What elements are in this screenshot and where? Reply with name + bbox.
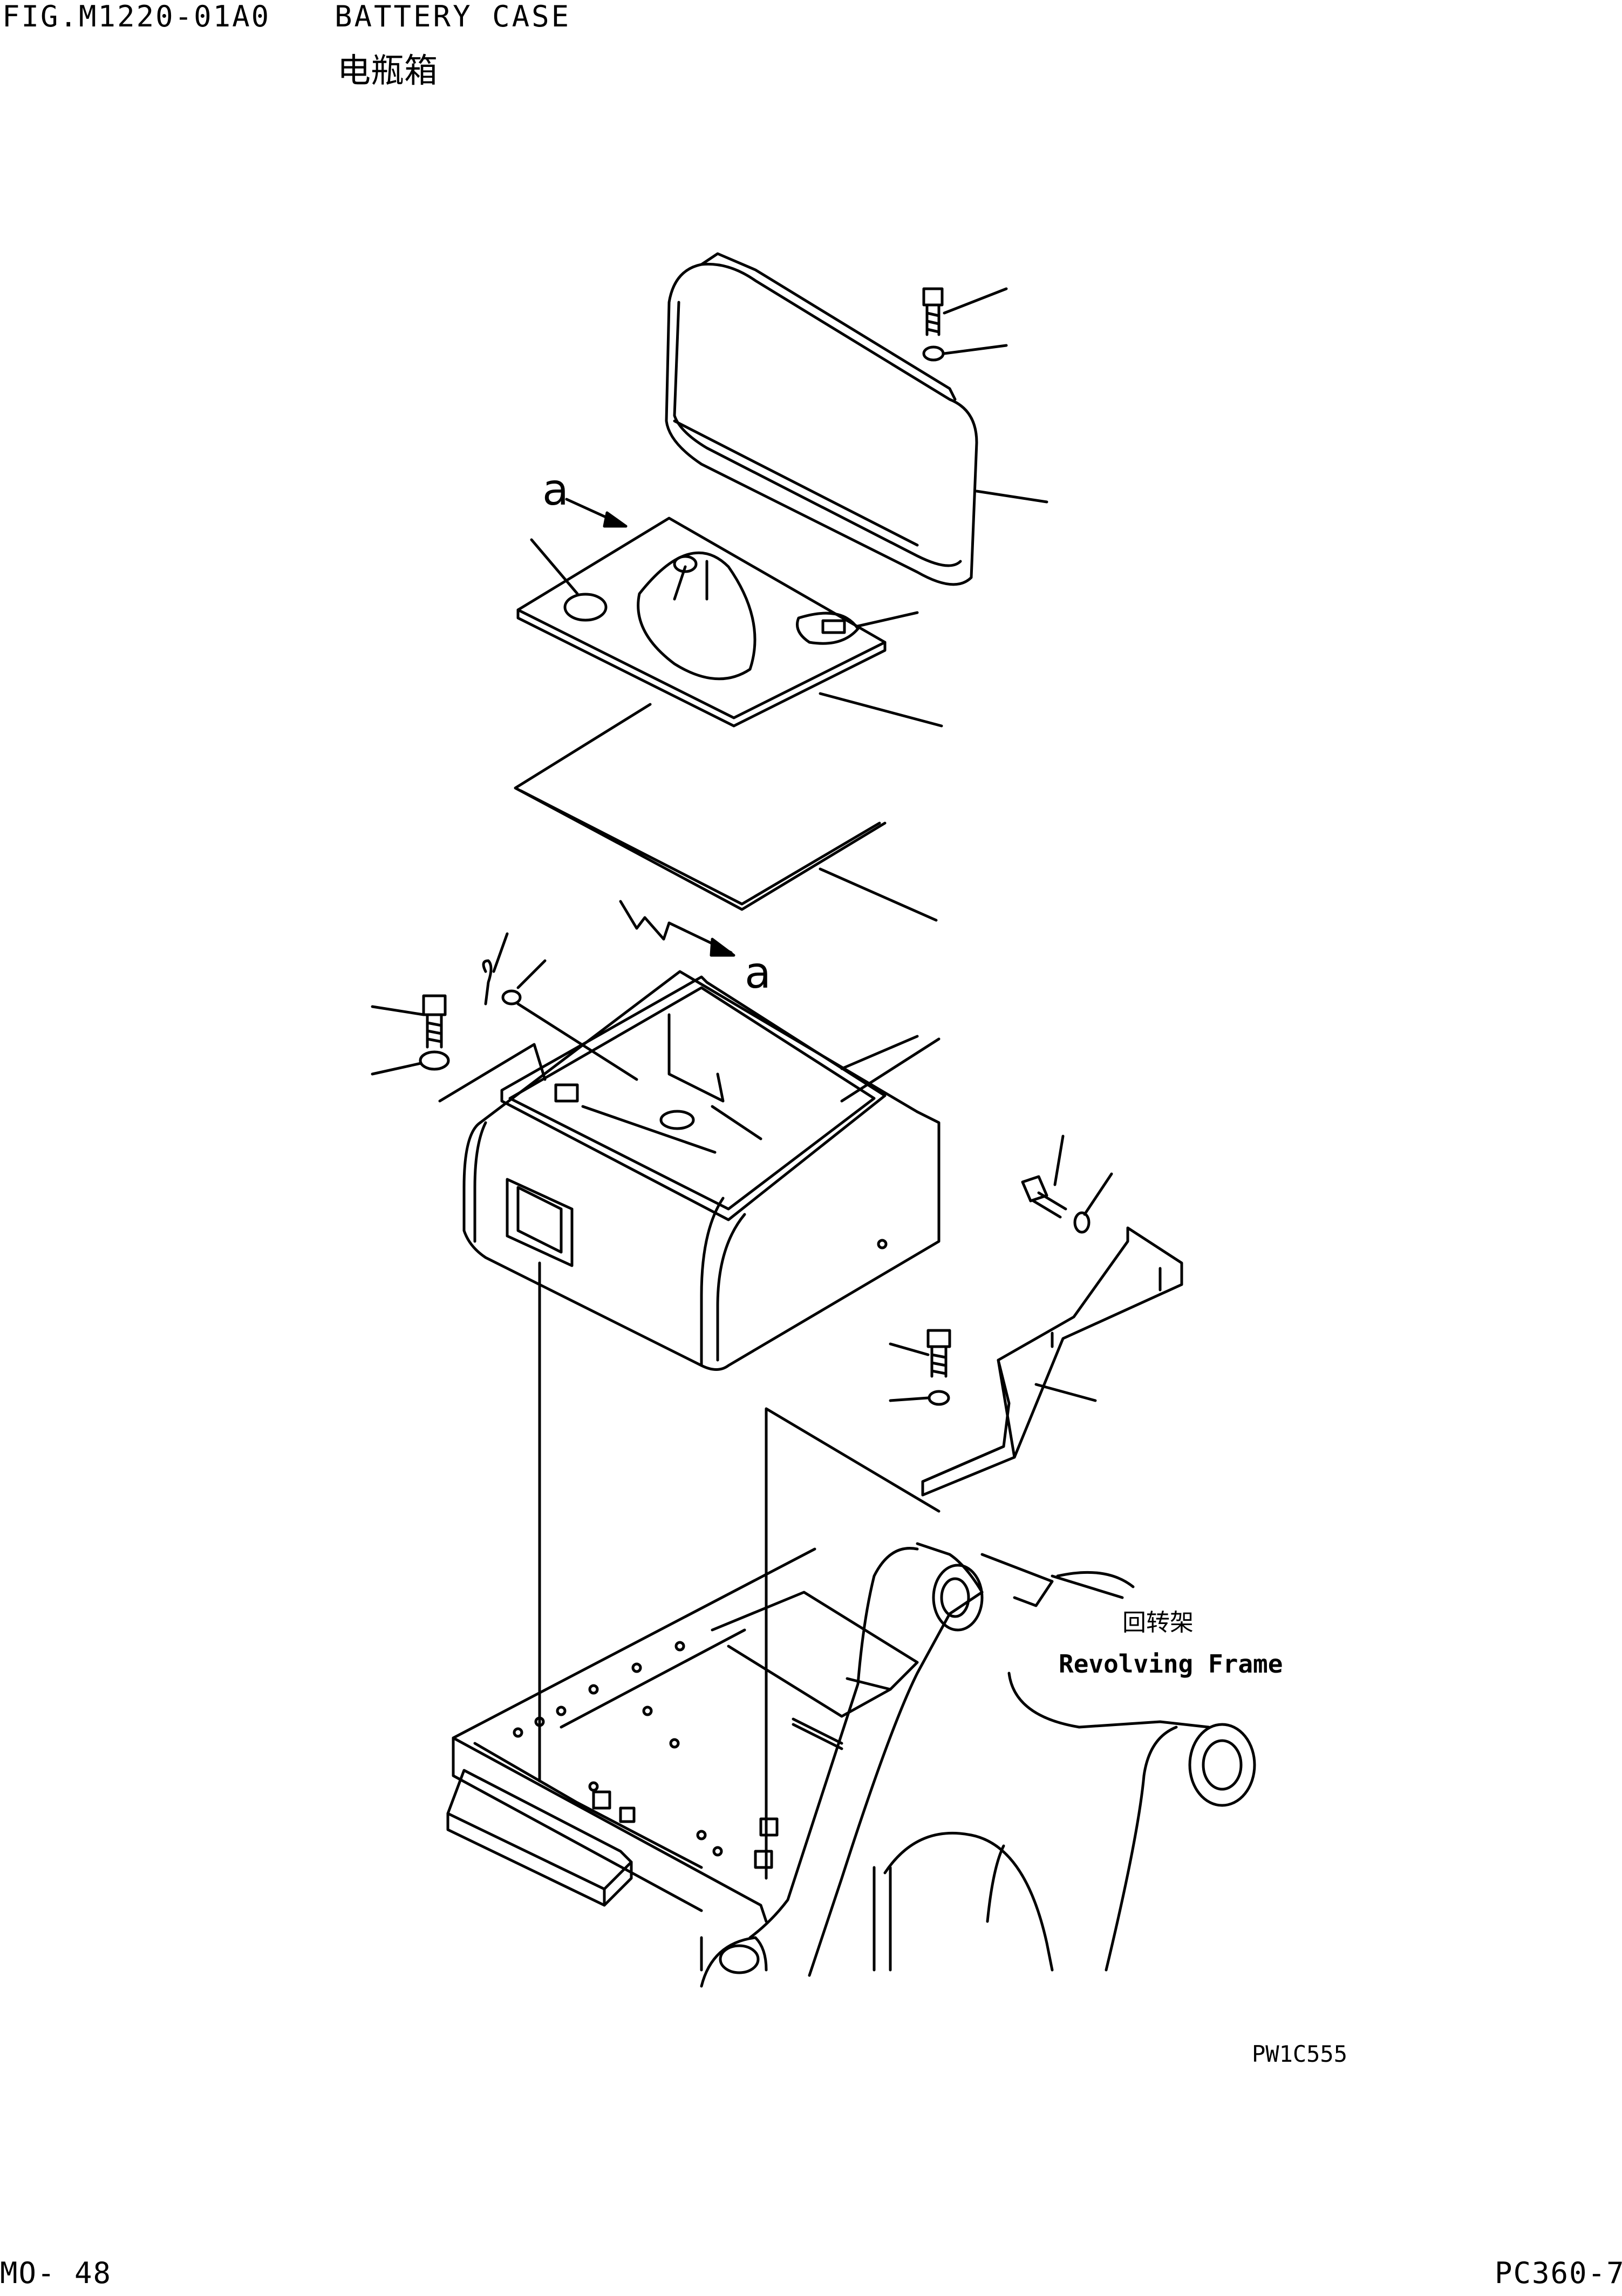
bolt-bracket-top: [1021, 1175, 1067, 1219]
leader-line: [889, 1342, 930, 1356]
bracket: [921, 1226, 1183, 1497]
leader-line: [1051, 1574, 1124, 1599]
leader-line: [975, 490, 1048, 504]
leader-line: [819, 867, 938, 922]
leader-line: [371, 1005, 425, 1016]
figure-title-chinese: 电瓶箱: [337, 51, 438, 90]
leader-line: [856, 611, 919, 628]
model-number: PC360-7: [1495, 2256, 1622, 2290]
assembly-line: [516, 1002, 638, 1081]
view-marker-top: a: [542, 465, 569, 515]
frame-label-chinese: 回转架: [1122, 1609, 1194, 1636]
drawing-code: PW1C555: [1252, 2041, 1348, 2067]
battery-cover: [665, 252, 978, 586]
leader-line: [943, 344, 1008, 355]
washer-bracket-low: [928, 1390, 950, 1406]
battery-box: [462, 970, 941, 1371]
assembly-line: [765, 1407, 941, 1880]
lock-pin: [482, 959, 493, 1006]
washer-left-2: [419, 1050, 450, 1071]
view-arrow-head: [603, 511, 628, 528]
battery-lid-plate: [516, 517, 887, 728]
washer-bracket-top: [1073, 1211, 1091, 1234]
figure-title: BATTERY CASE: [335, 0, 571, 33]
leader-line: [819, 692, 943, 728]
leader-line: [581, 1105, 717, 1154]
leader-line: [1053, 1135, 1065, 1186]
washer-left: [501, 989, 522, 1006]
figure-code: FIG.M1220-01A0: [2, 0, 271, 33]
view-marker-mid: a: [745, 948, 771, 998]
view-arrow-head: [710, 938, 735, 957]
assembly-line: [438, 1043, 547, 1103]
bolt-bracket-low: [926, 1329, 951, 1378]
leader-line: [943, 287, 1008, 315]
gasket: [514, 703, 887, 911]
leader-line: [1034, 1383, 1097, 1402]
leader-line: [530, 538, 579, 595]
leader-line: [371, 1062, 422, 1076]
page-number: MO- 48: [0, 2256, 112, 2290]
leader-line: [1083, 1172, 1113, 1216]
revolving-frame: [446, 1542, 1256, 1988]
bolt-top: [922, 287, 944, 336]
leader-line: [516, 959, 547, 989]
break-line: [619, 900, 671, 941]
washer-top: [922, 345, 945, 362]
leader-line: [840, 1037, 941, 1103]
frame-label-english: Revolving Frame: [1059, 1649, 1283, 1679]
bolt-left: [422, 994, 447, 1049]
leader-line: [889, 1396, 930, 1402]
leader-line: [492, 932, 509, 973]
